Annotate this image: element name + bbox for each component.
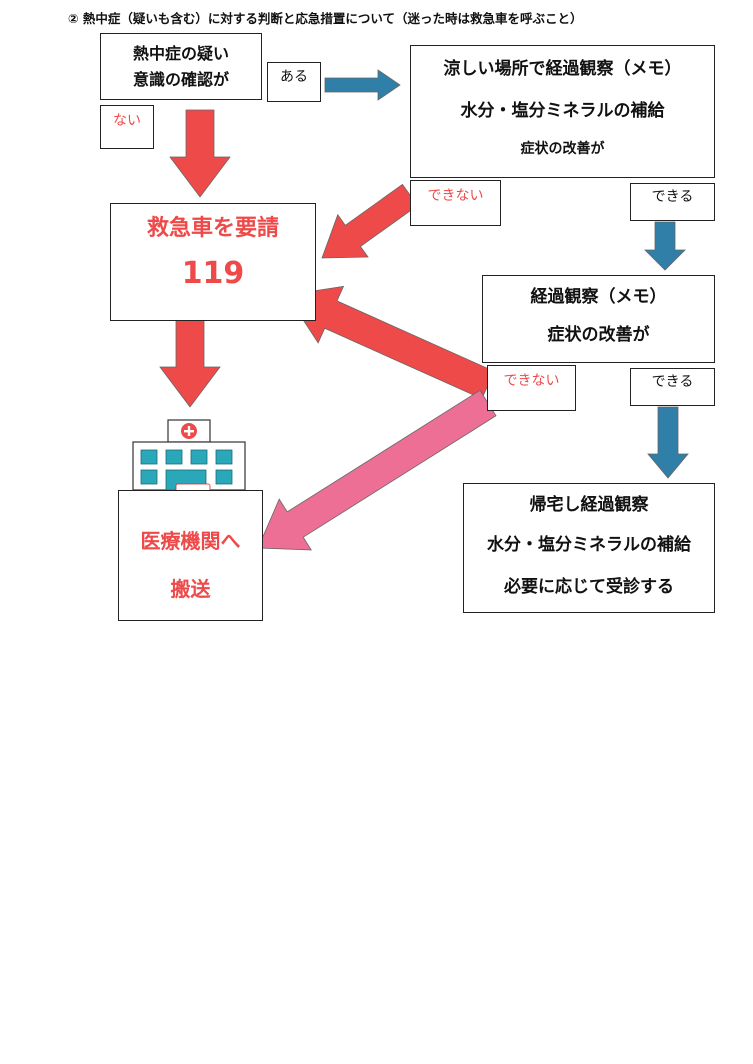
page-title: ② 熱中症（疑いも含む）に対する判断と応急措置について（迷った時は救急車を呼ぶこ… [68, 11, 583, 26]
cool-line1: 涼しい場所で経過観察（メモ） [443, 59, 682, 79]
observe-box: 経過観察（メモ） 症状の改善が [482, 275, 715, 363]
arrow-ambulance-to-hospital [159, 311, 221, 408]
cool-place-box: 涼しい場所で経過観察（メモ） 水分・塩分ミネラルの補給 症状の改善が [410, 45, 715, 178]
arrow-yes-to-cool [324, 69, 401, 101]
cool-line3: 症状の改善が [520, 141, 605, 157]
start-line1: 熱中症の疑い [132, 44, 229, 63]
start-line2: 意識の確認が [132, 70, 229, 89]
arrow-observe-cannot-to-ambulance [286, 285, 495, 400]
hospital-icon [132, 419, 246, 493]
start-box: 熱中症の疑い 意識の確認が [100, 33, 262, 100]
home-box: 帰宅し経過観察 水分・塩分ミネラルの補給 必要に応じて受診する [463, 483, 715, 613]
observe-line2: 症状の改善が [547, 325, 650, 345]
arrow-observe-cannot-to-hospital [257, 389, 497, 551]
observe-line1: 経過観察（メモ） [530, 287, 667, 307]
hospital-line2: 搬送 [170, 577, 211, 601]
yes-label: ある [267, 62, 321, 102]
cool-can-label: できる [630, 183, 715, 221]
ambulance-line1: 救急車を要請 [146, 216, 279, 241]
no-label: ない [100, 105, 154, 149]
arrow-observe-can-to-home [647, 406, 689, 479]
arrow-no-to-ambulance [169, 109, 231, 198]
cool-cannot-label: できない [410, 180, 501, 226]
ambulance-box: 救急車を要請 119 [110, 203, 316, 321]
hospital-line1: 医療機関へ [140, 529, 241, 553]
observe-can-label: できる [630, 368, 715, 406]
home-line1: 帰宅し経過観察 [529, 495, 649, 515]
home-line2: 水分・塩分ミネラルの補給 [487, 535, 691, 555]
observe-cannot-label: できない [487, 365, 576, 411]
arrow-cool-can-to-observe [644, 221, 686, 271]
hospital-box: 医療機関へ 搬送 [118, 490, 263, 621]
ambulance-number: 119 [181, 256, 245, 291]
arrow-cool-cannot-to-ambulance [321, 183, 419, 259]
home-line3: 必要に応じて受診する [504, 577, 674, 597]
cool-line2: 水分・塩分ミネラルの補給 [460, 101, 665, 121]
